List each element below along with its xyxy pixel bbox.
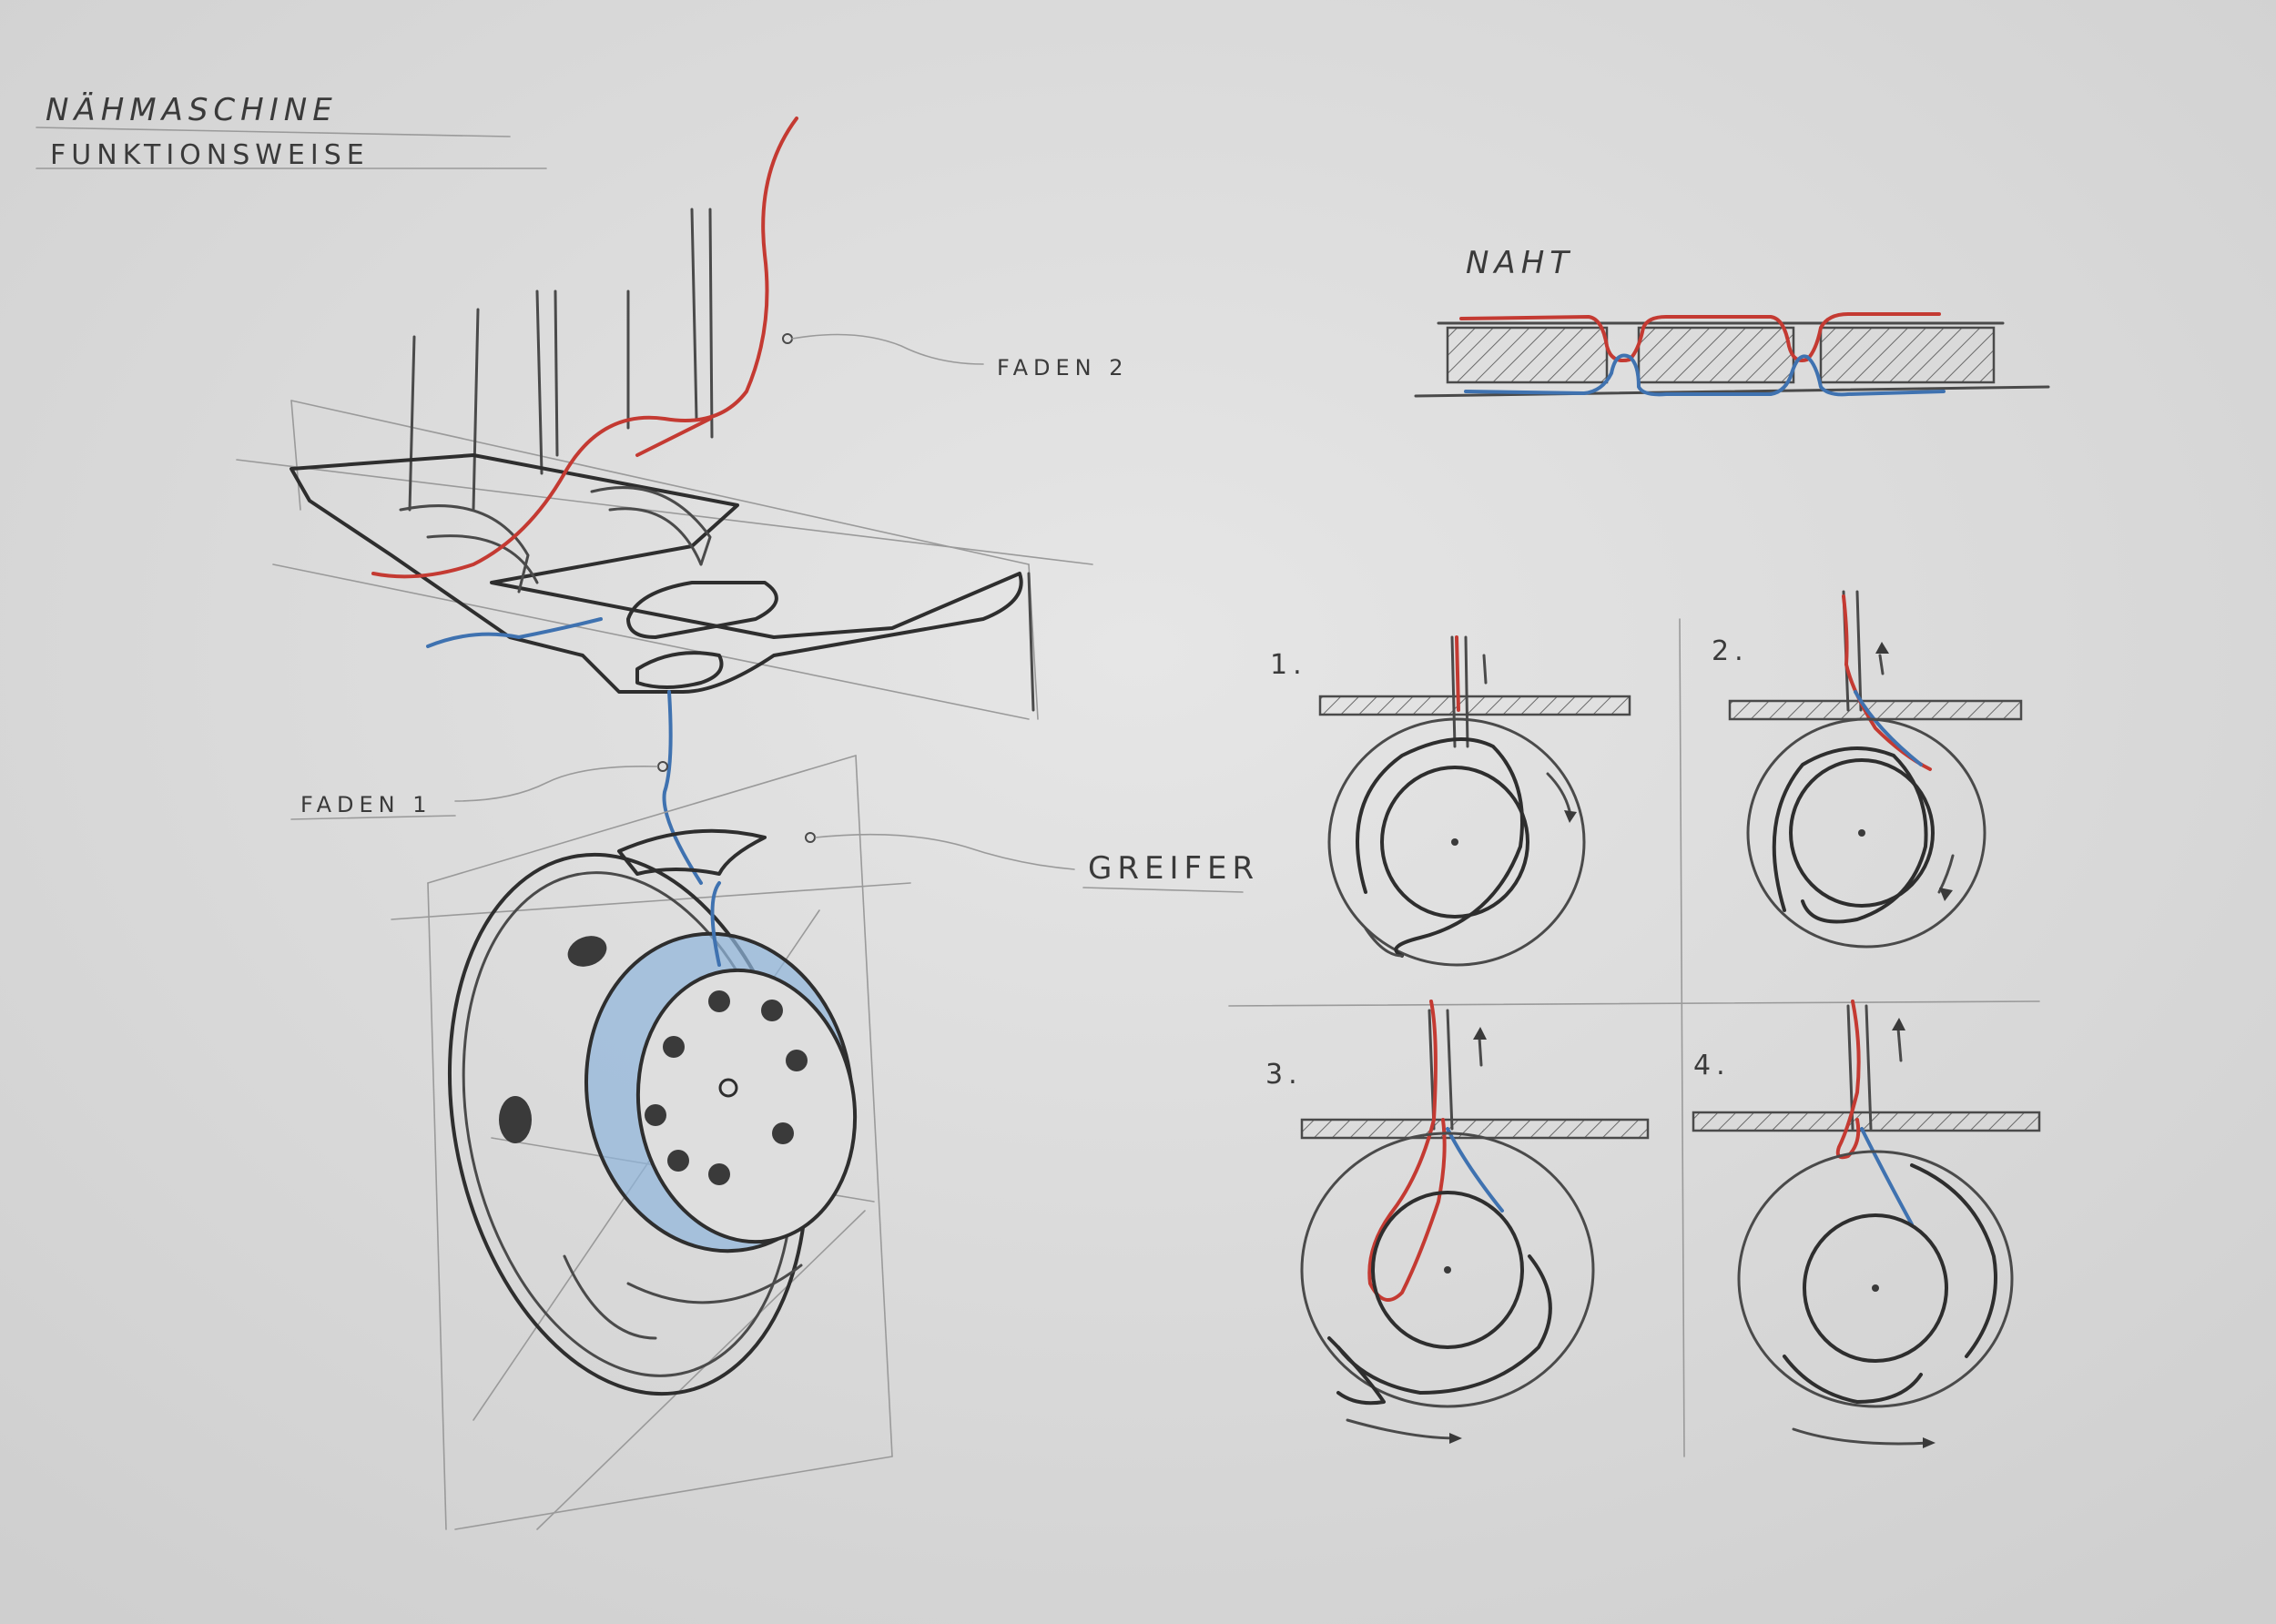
- step-4-number: 4.: [1693, 1050, 1731, 1081]
- title-line-2: FUNKTIONSWEISE: [50, 139, 370, 171]
- step-2-number: 2.: [1712, 635, 1749, 667]
- title-line-1: NÄHMASCHINE: [46, 92, 338, 128]
- faden1-label: FADEN 1: [300, 792, 432, 817]
- greifer-label: GREIFER: [1088, 850, 1259, 887]
- naht-label: NAHT: [1466, 245, 1574, 281]
- step-3-number: 3.: [1265, 1059, 1303, 1091]
- faden2-label: FADEN 2: [997, 355, 1129, 381]
- step-1-number: 1.: [1270, 649, 1307, 681]
